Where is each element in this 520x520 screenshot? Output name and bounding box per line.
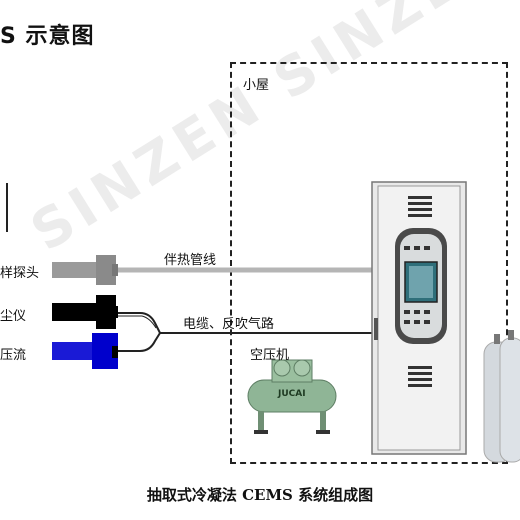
flow-meter [52, 333, 118, 369]
dust-monitor-label: 尘仪 [0, 309, 27, 324]
diagram-title: S 示意图 [0, 24, 95, 49]
cable-line-label: 电缆、反吹气路 [183, 317, 275, 332]
cable-line [118, 312, 378, 334]
cable-line-inner [118, 315, 157, 329]
flow-meter-label: 压流 [0, 348, 27, 363]
air-compressor [247, 359, 337, 434]
analyzer-cabinet [371, 181, 467, 455]
compressor-brand: JUCAI [278, 389, 306, 399]
shelter-box [230, 62, 508, 464]
heated-line-label: 伴热管线 [164, 253, 217, 268]
dust-monitor [52, 295, 118, 329]
cable-line-branch [118, 332, 161, 352]
gas-cylinders [483, 330, 520, 463]
sampling-probe [52, 255, 118, 285]
compressor-label: 空压机 [250, 348, 290, 363]
diagram-caption: 抽取式冷凝法 CEMS 系统组成图 [146, 486, 374, 504]
shelter-label: 小屋 [243, 78, 270, 93]
probe-label: 样探头 [0, 266, 40, 281]
